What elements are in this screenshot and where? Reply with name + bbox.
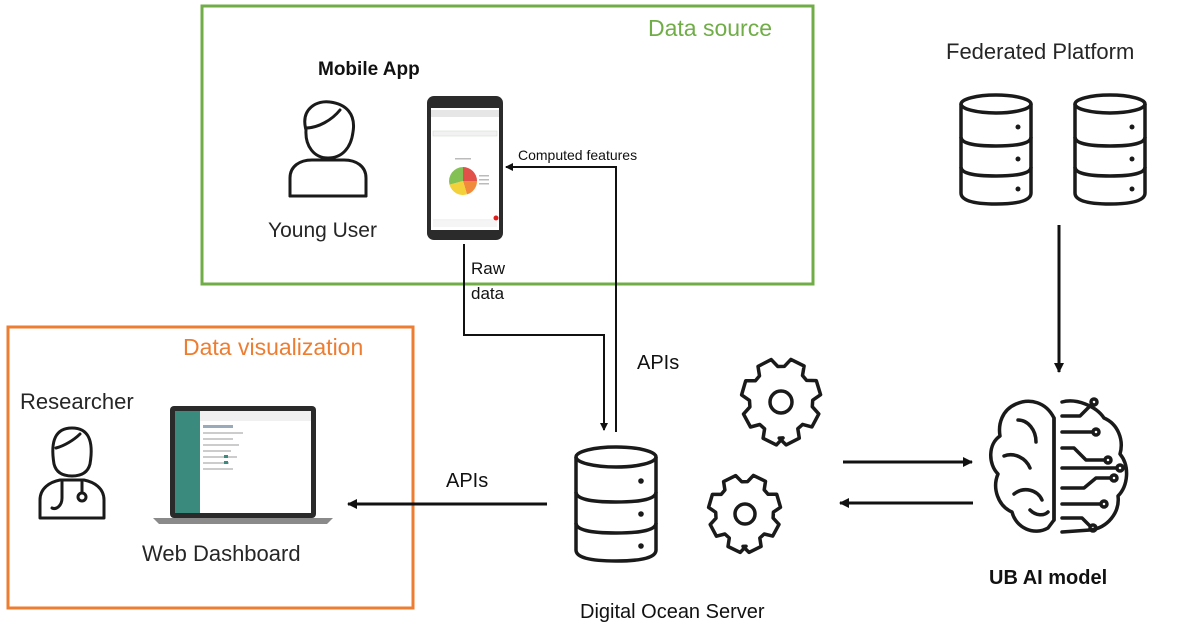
- web-dashboard-label: Web Dashboard: [142, 541, 301, 566]
- doctor-icon: [38, 426, 106, 520]
- computed-features-arrow: [505, 163, 617, 432]
- federated-platform-title: Federated Platform: [946, 39, 1135, 64]
- raw-data-arrow: [463, 244, 608, 431]
- data-source-box: [200, 4, 815, 286]
- raw-data-label-line1: Raw: [471, 259, 506, 278]
- researcher-label: Researcher: [20, 389, 134, 414]
- computed-features-label: Computed features: [518, 147, 638, 163]
- gears-icon: [706, 357, 823, 555]
- ub-ai-model-label: UB AI model: [989, 567, 1108, 589]
- brain-circuit-icon: [989, 397, 1129, 534]
- raw-data-label-line2: data: [471, 284, 505, 303]
- data-visualization-box: [6, 325, 415, 610]
- apis-vertical-label: APIs: [637, 352, 680, 374]
- user-icon: [288, 100, 368, 198]
- mobile-app-label: Mobile App: [318, 59, 420, 80]
- data-visualization-title: Data visualization: [183, 334, 364, 360]
- young-user-label: Young User: [268, 219, 377, 242]
- data-source-title: Data source: [648, 15, 773, 41]
- smartphone-icon: [427, 96, 503, 240]
- digital-ocean-server-label: Digital Ocean Server: [580, 601, 765, 623]
- database-icon: [1073, 93, 1147, 206]
- database-icon: [574, 445, 658, 563]
- laptop-icon: [153, 406, 333, 524]
- pie-chart-icon: [449, 158, 489, 195]
- apis-horizontal-label: APIs: [446, 470, 489, 492]
- database-icon: [959, 93, 1033, 206]
